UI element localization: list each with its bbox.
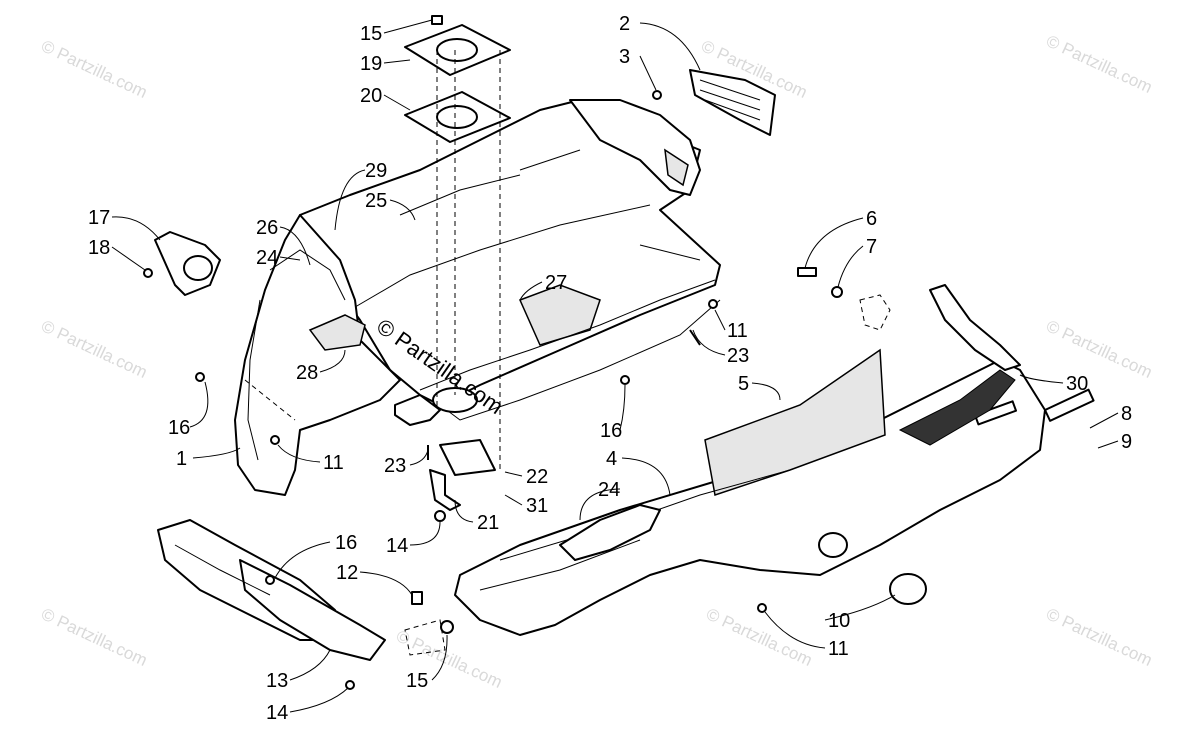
callout: 23 [384,455,406,477]
left-side-panel [234,214,401,496]
callout: 29 [365,160,387,182]
callout: 31 [526,495,548,517]
leader-lines [111,19,1119,713]
watermark: © Partzilla.com [38,604,150,670]
callout: 21 [477,512,499,534]
fasteners [143,90,767,690]
access-plates [404,15,511,470]
callout: 7 [866,236,877,258]
callout: 30 [1066,373,1088,395]
callout: 23 [727,345,749,367]
steering-boot [154,231,221,296]
callout: 8 [1121,403,1132,425]
callout: 2 [619,13,630,35]
callout: 15 [406,670,428,692]
callout: 13 [266,670,288,692]
callouts: 15 19 20 2 3 29 25 26 24 17 18 27 6 7 11… [88,13,1132,724]
callout: 4 [606,448,617,470]
watermark: © Partzilla.com [1043,604,1155,670]
callout: 16 [600,420,622,442]
watermark: © Partzilla.com [1043,31,1155,97]
callout: 10 [828,610,850,632]
callout: 24 [598,479,620,501]
callout: 26 [256,217,278,239]
right-side-panel [454,348,1095,636]
callout: 16 [168,417,190,439]
side-rail [929,284,1021,371]
callout: 11 [828,638,849,660]
watermark: © Partzilla.com [1043,316,1155,382]
callout: 14 [266,702,288,724]
callout: 18 [88,237,110,259]
callout: 12 [336,562,358,584]
callout: 28 [296,362,318,384]
plug [889,573,927,605]
callout: 15 [360,23,382,45]
front-nose-right [569,99,701,196]
callout: 19 [360,53,382,75]
callout: 25 [365,190,387,212]
callout: 1 [176,448,187,470]
watermark: © Partzilla.com [38,36,150,102]
front-nose-left [157,519,386,661]
callout: 22 [526,466,548,488]
callout: 11 [323,452,344,474]
watermark: © Partzilla.com [703,604,815,670]
callout: 9 [1121,431,1132,453]
callout: 5 [738,373,749,395]
callout: 3 [619,46,630,68]
callout: 16 [335,532,357,554]
callout: 24 [256,247,278,269]
callout: 17 [88,207,110,229]
floor-bracket [394,394,441,426]
callout: 11 [727,320,748,342]
callout: 27 [545,272,567,294]
callout: 6 [866,208,877,230]
watermark: © Partzilla.com [38,316,150,382]
vent-cover [689,69,776,136]
callout: 14 [386,535,408,557]
callout: 20 [360,85,382,107]
belly-pan [299,99,721,421]
grommet-assembly [797,267,891,331]
